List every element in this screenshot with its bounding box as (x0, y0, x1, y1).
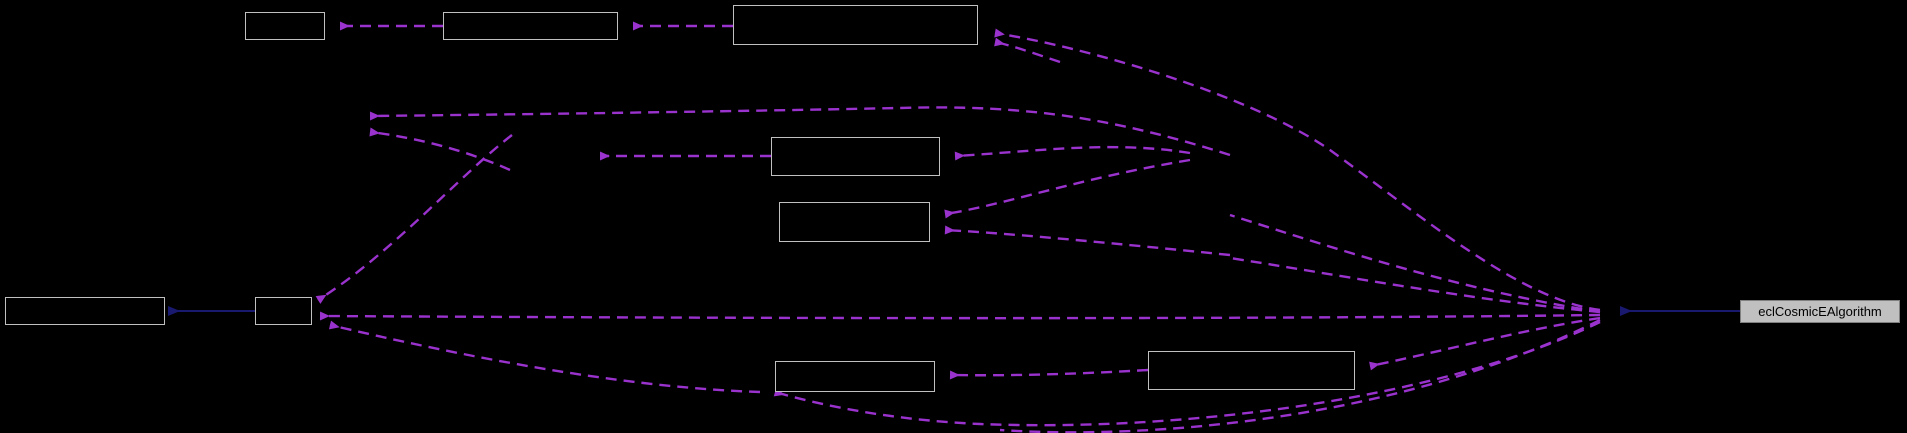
node-9[interactable] (1148, 351, 1355, 390)
node-ecl-cosmic-e-algorithm[interactable]: eclCosmicEAlgorithm (1740, 300, 1900, 323)
edge-hub-n2 (319, 311, 1601, 321)
edge-hub-n9 (1369, 316, 1601, 371)
edge-hub-n5 (994, 28, 1601, 312)
edge-n5-offscreen-a (369, 106, 1231, 157)
edge-n2-diag-up (315, 134, 513, 304)
node-6[interactable] (771, 137, 940, 176)
edge-bottom-to-n2 (328, 320, 761, 394)
edge-hub-curve-2 (1229, 256, 1601, 314)
node-3[interactable] (245, 12, 325, 40)
edge-hub-curve-1 (1229, 213, 1601, 314)
edge-n2-offscreen-b (369, 127, 511, 172)
node-2[interactable] (255, 297, 312, 325)
edge-hub-n6 (954, 145, 1191, 161)
edge-into-n5-right (994, 37, 1061, 64)
edge-dependency-group (315, 21, 1601, 433)
node-5[interactable] (733, 5, 978, 45)
node-7[interactable] (779, 202, 930, 242)
edge-n9-n8 (949, 368, 1149, 380)
node-4[interactable] (443, 12, 618, 40)
edge-n5-n7-lower (944, 225, 1231, 257)
edge-n5-n7-upper (944, 158, 1191, 219)
node-label: eclCosmicEAlgorithm (1758, 304, 1882, 319)
edge-hub-strand-low (999, 318, 1601, 433)
node-1[interactable] (5, 297, 165, 325)
node-8[interactable] (775, 361, 935, 392)
edge-hub-n8 (773, 320, 1601, 427)
